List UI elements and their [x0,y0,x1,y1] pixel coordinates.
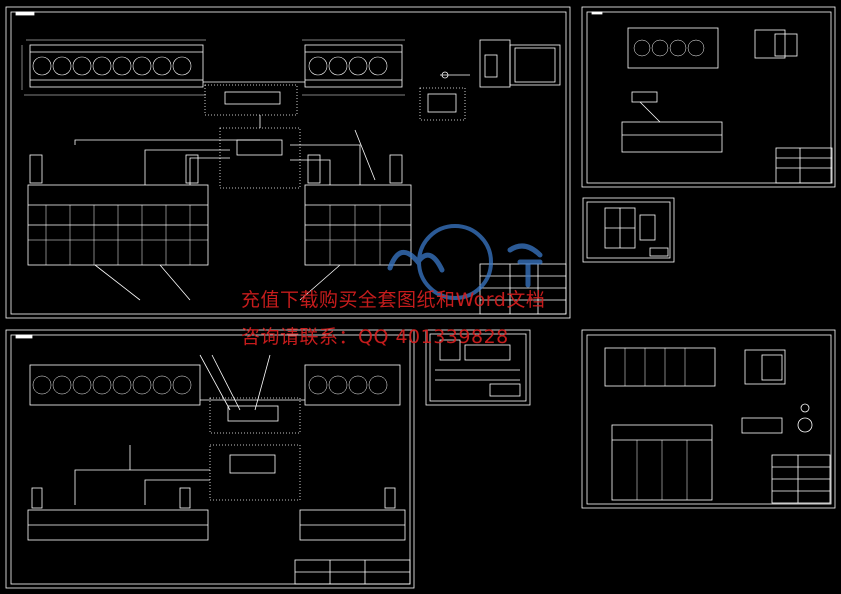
drawing-sheet-bottom-right [581,329,836,509]
drawing-sheet-top-right [581,6,836,188]
logo-watermark [387,224,543,300]
drawing-sheet-bottom-left [5,329,415,589]
drawing-sheet-bottom-center [425,329,531,406]
drawing-sheet-small-detail [582,197,675,263]
drawing-sheet-top-left [5,6,571,319]
